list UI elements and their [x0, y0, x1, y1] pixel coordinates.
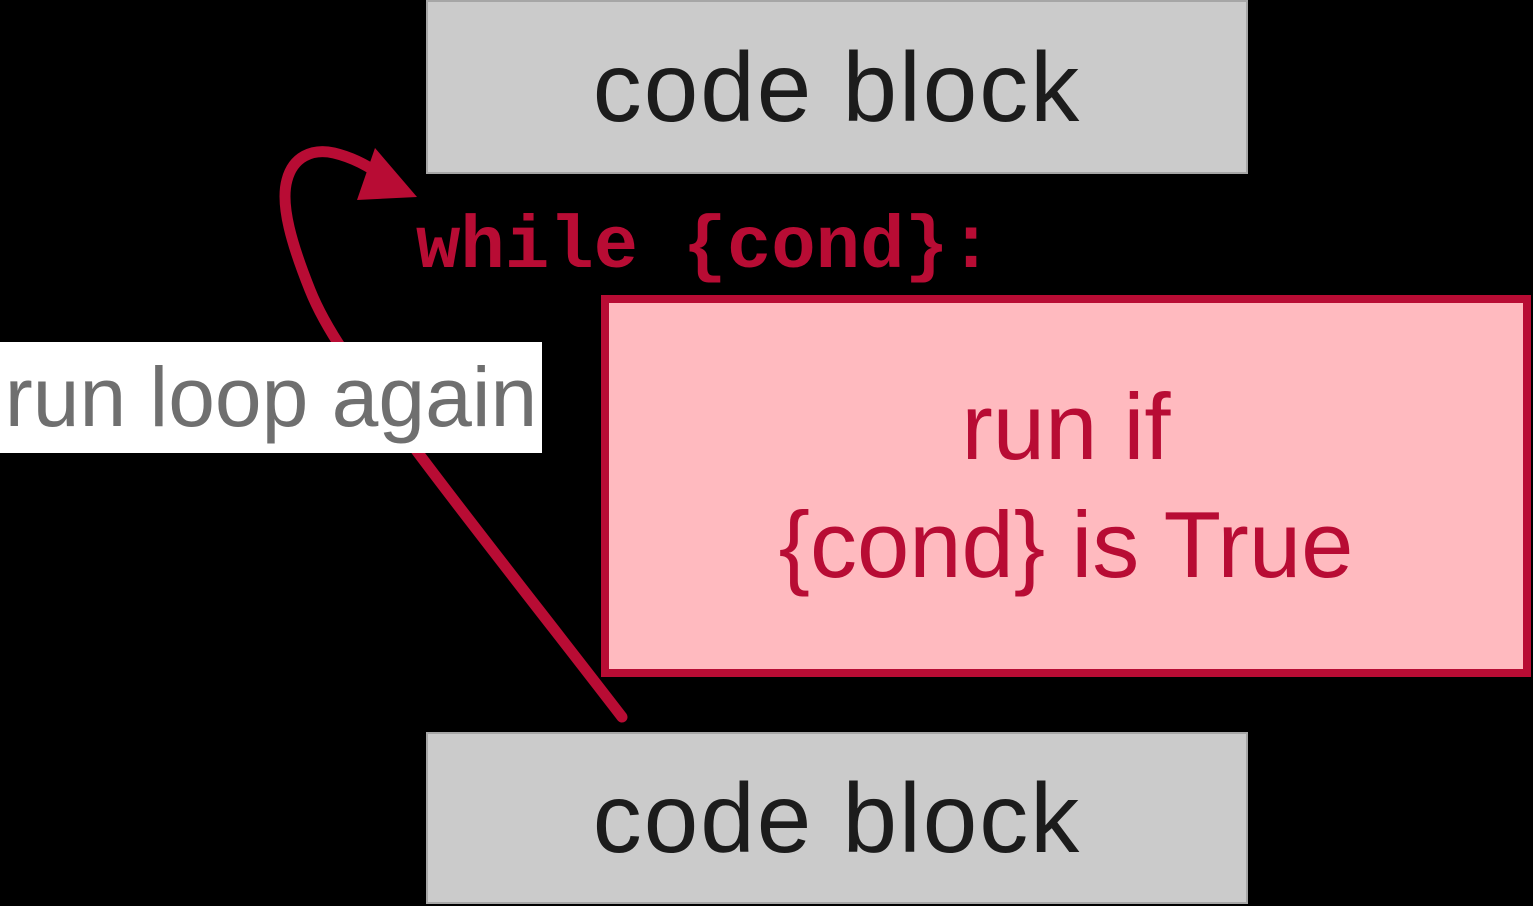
arrow-head-icon — [357, 148, 417, 200]
run-loop-again-text: run loop again — [4, 350, 538, 444]
bottom-code-block: code block — [426, 732, 1248, 904]
loop-body-line2: {cond} is True — [778, 492, 1354, 597]
while-statement: while {cond}: — [416, 206, 994, 290]
loop-body-box: run if {cond} is True — [601, 295, 1531, 677]
loop-body-line1: run if — [961, 374, 1171, 479]
top-code-block: code block — [426, 0, 1248, 174]
run-loop-again-label: run loop again — [0, 342, 542, 453]
bottom-code-block-label: code block — [592, 762, 1082, 873]
top-code-block-label: code block — [592, 31, 1082, 142]
